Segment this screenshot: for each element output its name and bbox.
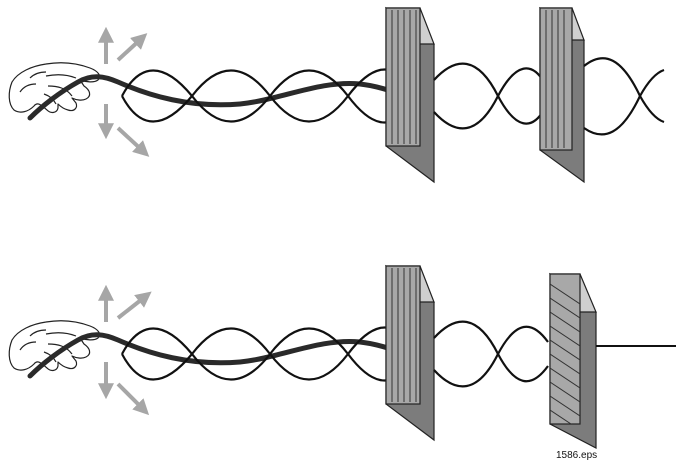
second-polarizer: [539, 6, 585, 184]
down-right-arrow-icon: [116, 382, 150, 416]
hand-icon: [8, 62, 101, 114]
second-polarizer: [549, 272, 597, 449]
middle-wave-a: [433, 62, 545, 125]
file-label: 1586.eps: [556, 450, 598, 461]
middle-wave-b: [433, 325, 549, 388]
up-right-arrow-icon: [116, 291, 152, 320]
rope: [27, 332, 409, 379]
hand-icon: [8, 320, 101, 372]
up-right-arrow-icon: [116, 33, 148, 62]
first-polarizer: [385, 264, 435, 442]
middle-wave-a: [433, 320, 549, 383]
transmitted-wave-a: [583, 57, 665, 124]
top-panel: [8, 6, 665, 184]
first-polarizer: [385, 6, 435, 184]
transmitted-wave-b: [583, 68, 665, 136]
rope: [27, 74, 409, 121]
down-right-arrow-icon: [116, 126, 150, 157]
middle-wave-b: [433, 67, 545, 130]
incoming-wave-b: [121, 68, 407, 123]
incoming-wave-b: [121, 326, 407, 381]
bottom-panel: [8, 264, 676, 449]
shake-arrows: [98, 284, 152, 416]
shake-arrows: [98, 26, 150, 157]
